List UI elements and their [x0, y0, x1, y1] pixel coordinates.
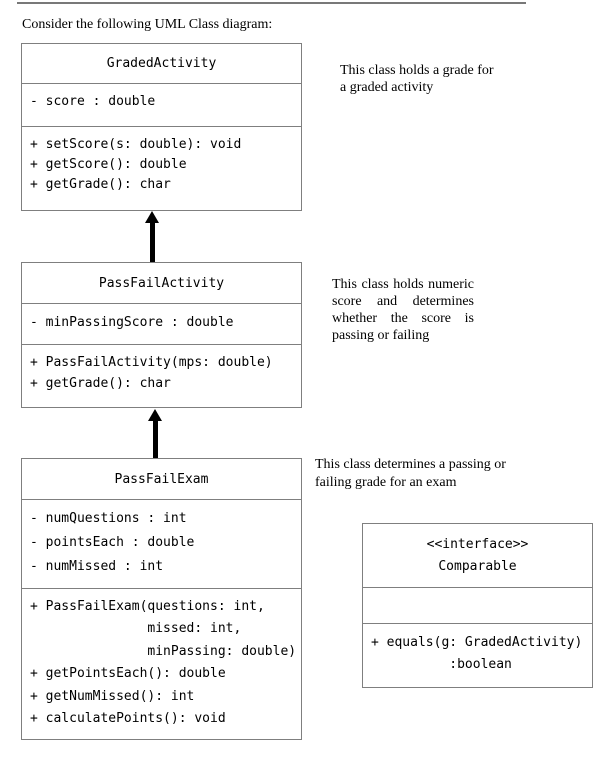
method-line: + getGrade(): char: [30, 376, 171, 391]
top-divider-rule: [17, 2, 526, 4]
interface-title: <<interface>> Comparable: [363, 524, 592, 587]
class-name-pass-fail-exam: PassFailExam: [114, 471, 209, 487]
note-pass-fail-activity: This class holds numeric score and deter…: [332, 277, 474, 343]
method-line: + getPointsEach(): double: [30, 666, 226, 682]
arrowhead-icon: [145, 211, 159, 223]
method-line: + getGrade(): char: [30, 177, 171, 192]
class-box-graded-activity: GradedActivity - score : double + setSco…: [21, 43, 302, 211]
method-line: + equals(g: GradedActivity): [371, 635, 583, 650]
method-line: :boolean: [371, 657, 512, 672]
arrowhead-icon: [148, 409, 162, 421]
note-graded-activity: This class holds a grade for a graded ac…: [340, 63, 494, 95]
interface-box-comparable: <<interface>> Comparable + equals(g: Gra…: [362, 523, 593, 688]
attribute-line: - numMissed : int: [30, 559, 164, 574]
interface-stereotype: <<interface>>: [426, 536, 529, 552]
class-name-graded-activity: GradedActivity: [106, 56, 217, 71]
inheritance-arrow-pfa-to-graded: [145, 211, 159, 262]
attributes-compartment: - score : double: [22, 83, 301, 126]
methods-compartment: + PassFailExam(questions: int, missed: i…: [22, 588, 301, 739]
method-line: + getNumMissed(): int: [30, 688, 195, 704]
inheritance-arrow-pfe-to-pfa: [148, 409, 162, 458]
intro-text: Consider the following UML Class diagram…: [22, 17, 273, 32]
attribute-line: - minPassingScore : double: [30, 315, 234, 330]
class-name-pass-fail-activity: PassFailActivity: [98, 275, 225, 291]
method-line: + setScore(s: double): void: [30, 137, 242, 152]
method-line: + calculatePoints(): void: [30, 711, 226, 727]
methods-compartment: + setScore(s: double): void + getScore():…: [22, 126, 301, 210]
attribute-line: - score : double: [30, 94, 156, 109]
attributes-compartment-empty: [363, 587, 592, 623]
method-line: + getScore(): double: [30, 157, 187, 172]
method-line: + PassFailExam(questions: int,: [30, 599, 265, 614]
attribute-line: - pointsEach : double: [30, 535, 195, 550]
arrow-shaft: [149, 223, 155, 262]
methods-compartment: + PassFailActivity(mps: double) + getGrad…: [22, 344, 301, 407]
method-line: missed: int,: [30, 621, 242, 637]
attributes-compartment: - numQuestions : int - pointsEach : doubl…: [22, 499, 301, 588]
attributes-compartment: - minPassingScore : double: [22, 303, 301, 344]
class-box-pass-fail-exam: PassFailExam - numQuestions : int - point…: [21, 458, 302, 740]
method-line: minPassing: double): [30, 643, 297, 659]
method-line: + PassFailActivity(mps: double): [30, 355, 273, 370]
methods-compartment: + equals(g: GradedActivity) :boolean: [363, 623, 592, 687]
note-pass-fail-exam: This class determines a passing or faili…: [315, 457, 506, 490]
interface-name: Comparable: [438, 558, 517, 574]
attribute-line: - numQuestions : int: [30, 511, 187, 526]
arrow-shaft: [152, 421, 158, 458]
class-box-pass-fail-activity: PassFailActivity - minPassingScore : dou…: [21, 262, 302, 408]
